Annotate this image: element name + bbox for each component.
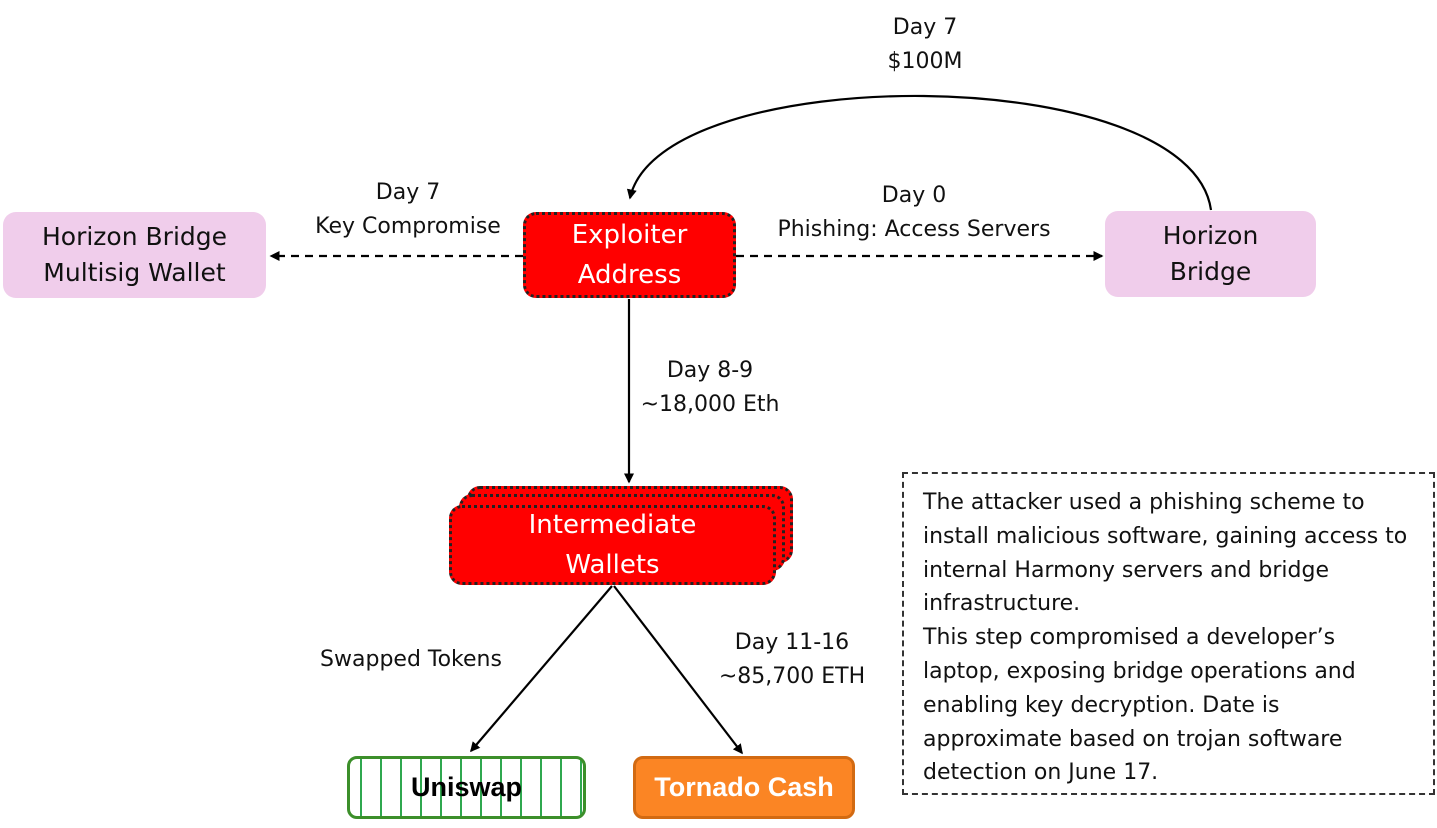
node-intermediate-line1: Intermediate [528, 510, 697, 540]
node-uniswap[interactable]: Uniswap [347, 756, 586, 819]
node-bridge-line1: Horizon [1162, 221, 1259, 250]
arrow-intermediate-to-uniswap [470, 585, 613, 753]
edge-label-transfer-eth: Day 8-9 ~18,000 Eth [641, 354, 780, 422]
arrow-bridge-to-exploiter [626, 94, 1213, 211]
edge-label-key-compromise: Day 7 Key Compromise [315, 176, 501, 244]
arrow-intermediate-to-tornado [613, 585, 743, 755]
note-paragraph-2: This step compromised a developer’s lapt… [923, 625, 1356, 786]
edge-label-key-compromise-day: Day 7 [375, 180, 441, 205]
edge-label-key-compromise-text: Key Compromise [315, 214, 501, 239]
node-bridge-line2: Bridge [1169, 257, 1252, 286]
note-paragraph-1: The attacker used a phishing scheme to i… [923, 490, 1408, 617]
edge-label-transfer-amount: ~18,000 Eth [640, 392, 780, 417]
edge-label-swapped-tokens: Swapped Tokens [320, 643, 502, 677]
node-exploiter-address[interactable]: Exploiter Address [523, 212, 736, 298]
node-exploiter-line1: Exploiter [571, 220, 688, 250]
node-tornado-label: Tornado Cash [654, 772, 834, 802]
edge-label-transfer-day: Day 8-9 [666, 358, 754, 383]
edge-label-loop-day: Day 7 [892, 15, 958, 40]
note-box: The attacker used a phishing scheme to i… [902, 472, 1435, 795]
node-tornado-cash[interactable]: Tornado Cash [633, 756, 855, 819]
node-exploiter-line2: Address [577, 260, 682, 290]
edge-label-tornado-day: Day 11-16 [734, 630, 850, 655]
node-multisig-line1: Horizon Bridge [41, 222, 228, 251]
edge-label-swapped-text: Swapped Tokens [320, 647, 502, 672]
node-intermediate-wallets[interactable]: Intermediate Wallets [449, 505, 776, 585]
node-multisig-line2: Multisig Wallet [43, 258, 226, 287]
node-uniswap-label: Uniswap [410, 772, 523, 802]
edge-label-phishing-text: Phishing: Access Servers [777, 217, 1051, 242]
edge-label-tornado-transfer: Day 11-16 ~85,700 ETH [719, 626, 865, 694]
edge-label-loop-amount: $100M [887, 49, 963, 74]
node-horizon-bridge-multisig-wallet[interactable]: Horizon Bridge Multisig Wallet [3, 212, 266, 298]
node-horizon-bridge[interactable]: Horizon Bridge [1105, 211, 1316, 297]
edge-label-phishing: Day 0 Phishing: Access Servers [777, 179, 1050, 247]
node-intermediate-line2: Wallets [565, 550, 660, 580]
edge-label-phishing-day: Day 0 [881, 183, 947, 208]
edge-label-tornado-amount: ~85,700 ETH [718, 664, 866, 689]
edge-label-loop: Day 7 $100M [888, 11, 963, 79]
